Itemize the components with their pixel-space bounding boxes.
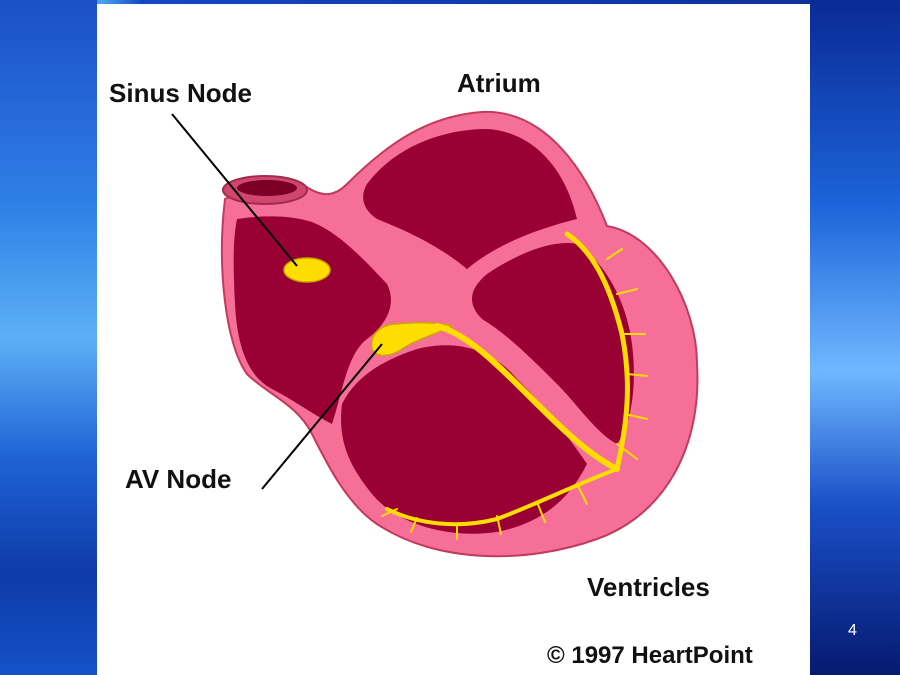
bundle-of-his [434, 323, 620, 472]
purkinje-fibers [381, 248, 648, 540]
av-node-shape [370, 321, 455, 357]
av-node-pointer [261, 343, 383, 490]
left-ventricle-chamber [471, 243, 634, 444]
page-number: 4 [848, 622, 857, 639]
sinus-node-label: Sinus Node [109, 78, 253, 108]
copyright-label: © 1997 HeartPoint [547, 642, 753, 669]
left-bundle-branch [564, 231, 630, 472]
right-atrium-chamber [233, 216, 391, 424]
sinus-node-pointer [171, 113, 298, 267]
background-right [810, 0, 900, 675]
av-node-label: AV Node [125, 464, 232, 494]
slide-canvas: Sinus Node Atrium AV Node Ventricles © 1… [97, 4, 810, 675]
heart-diagram [171, 110, 699, 558]
atrium-label: Atrium [457, 68, 541, 98]
background-left [0, 0, 97, 675]
sinus-node-shape [283, 257, 331, 283]
left-atrium-chamber [363, 129, 577, 269]
ventricles-label: Ventricles [587, 572, 710, 602]
